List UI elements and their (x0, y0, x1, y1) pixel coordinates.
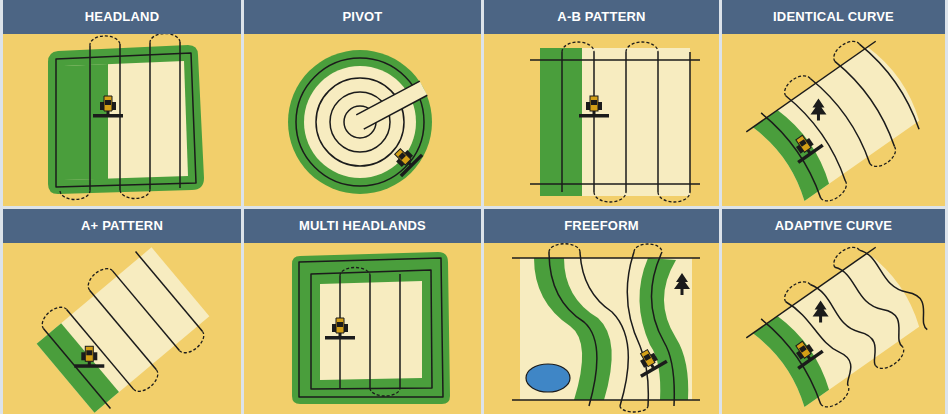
identical-curve-field (737, 28, 936, 219)
panel-header: FREEFORM (484, 209, 719, 243)
freeform-field (512, 244, 700, 412)
pattern-panel: MULTI HEADLANDS (244, 209, 481, 414)
panel-header: IDENTICAL CURVE (722, 0, 945, 34)
panel-grounds (3, 0, 945, 414)
panel-header: A-B PATTERN (484, 0, 719, 34)
panel-header: PIVOT (244, 0, 481, 34)
panel-header: HEADLAND (3, 0, 241, 34)
headland-field (48, 33, 204, 199)
pattern-panel: A-B PATTERN (484, 0, 719, 206)
a-plus-field (26, 235, 219, 414)
multi-headlands-field (292, 252, 450, 404)
pattern-panel: PIVOT (244, 0, 481, 206)
ab-field (530, 42, 700, 202)
pattern-panel: ADAPTIVE CURVE (722, 209, 945, 414)
panel-header: ADAPTIVE CURVE (722, 209, 945, 243)
pivot-field (288, 50, 432, 194)
adaptive-curve-field (737, 230, 942, 414)
pattern-panel: HEADLAND (3, 0, 241, 206)
panel-header: A+ PATTERN (3, 209, 241, 243)
pattern-panel: FREEFORM (484, 209, 719, 414)
panel-header: MULTI HEADLANDS (244, 209, 481, 243)
pattern-panel: IDENTICAL CURVE (722, 0, 945, 206)
pattern-panel: A+ PATTERN (3, 209, 241, 414)
